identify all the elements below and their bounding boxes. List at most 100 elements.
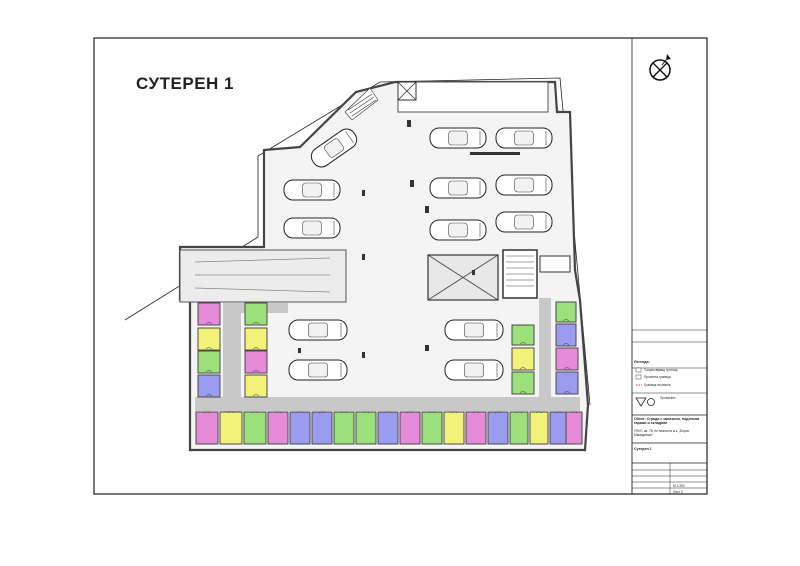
company-label: Проектант: [660,396,677,400]
storage-unit [197,374,221,398]
storage-unit [333,411,355,445]
door-swing [450,411,458,414]
legend-item-2: Проектна граница [644,375,671,379]
title-block-grid [631,329,708,495]
door-swing [318,411,326,414]
storage-unit [555,301,577,323]
door-swing [251,411,259,414]
car-icon [283,179,341,201]
door-swing [252,322,260,325]
storage-unit [244,327,268,351]
storage-unit [443,411,465,445]
storage-unit [487,411,509,445]
project-line-2: УПИ I, кв. 78, по плана на ж.к. „Борис М… [634,429,690,437]
storage-unit [197,302,221,326]
legend-heading: Легенда: [634,360,650,364]
storage-unit [421,411,443,445]
door-swing [205,370,213,373]
entrance-corridor [397,81,549,113]
storage-unit [511,347,535,371]
door-swing [362,411,370,414]
ramp-arrows [194,257,331,293]
door-swing [570,411,578,414]
storage-unit [555,323,577,347]
car-icon [310,128,358,168]
storage-unit [529,411,549,445]
north-arrow-icon [649,54,671,81]
storage-unit [244,350,268,374]
door-swing [519,342,527,345]
door-swing [252,394,260,397]
storage-unit [399,411,421,445]
storage-unit [197,350,221,374]
car-icon [444,319,504,341]
door-swing [227,411,235,414]
door-swing [274,411,282,414]
page-title: СУТЕРЕН 1 [136,74,234,93]
car-icon [444,359,504,381]
door-swing [494,411,502,414]
corridor-bottom [195,397,580,411]
car-icon [495,174,553,196]
door-swing [555,411,563,414]
door-swing [535,411,543,414]
storage-unit [377,411,399,445]
storage-unit [311,411,333,445]
door-swing [406,411,414,414]
storage-unit [197,327,221,351]
storage-unit [195,411,219,445]
corridor-left [223,305,241,413]
storage-unit [267,411,289,445]
door-swing [296,411,304,414]
door-swing [252,347,260,350]
door-swing [340,411,348,414]
car-icon [429,219,487,241]
storage-unit [289,411,311,445]
car-icon [429,127,487,149]
columns [298,120,520,358]
storage-unit [465,411,487,445]
door-swing [519,367,527,370]
project-line-1: Обект: Сграда с магазини, подземни гараж… [634,417,700,425]
storage-unit [549,411,569,445]
door-swing [428,411,436,414]
door-swing [472,411,480,414]
storage-unit [511,371,535,395]
car-icon [288,359,348,381]
storage-units [195,301,583,445]
door-swing [203,411,211,414]
company-logo-icon [635,397,655,407]
sheet-number: Лист 3 [673,490,683,494]
scale-label: М 1:200 [673,484,685,488]
storage-unit [555,347,579,371]
storage-unit [244,374,268,398]
utility-room [539,255,571,273]
car-icon [429,177,487,199]
door-swing [205,394,213,397]
door-swing [252,370,260,373]
car-icon [283,217,341,239]
storage-unit [219,411,243,445]
door-swing [384,411,392,414]
storage-unit [355,411,377,445]
door-swing [562,319,570,322]
storage-unit [555,371,579,395]
storage-unit [244,302,268,326]
car-icon [495,211,553,233]
car-icon [495,127,553,149]
sheet-name: Сутерен 1 [634,447,652,451]
legend-swatches [635,367,642,386]
ramp [179,249,347,303]
car-icon [288,319,348,341]
door-swing [519,391,527,394]
storage-unit [511,324,535,346]
door-swing [515,411,523,414]
parked-cars [283,127,553,381]
legend-item-3: Граница на имота [644,383,671,387]
storage-unit [565,411,583,445]
storage-unit [243,411,267,445]
door-swing [205,322,213,325]
storage-unit [509,411,529,445]
door-swing [205,347,213,350]
